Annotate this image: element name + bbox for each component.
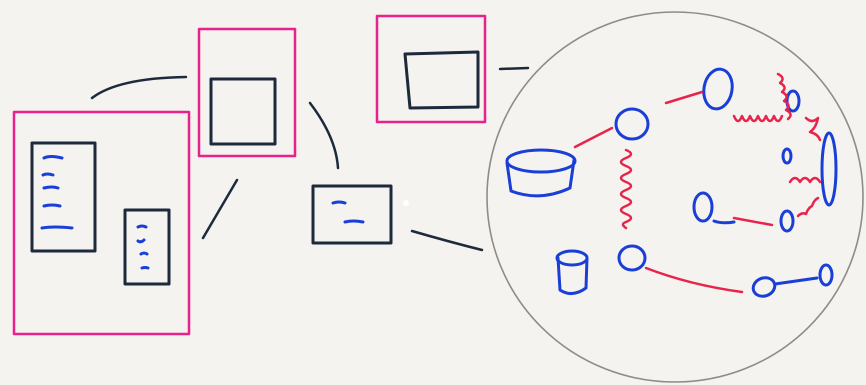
link-line	[712, 219, 736, 225]
document-box-center[interactable]	[311, 184, 393, 245]
connector-line	[410, 229, 484, 252]
cluster-contents[interactable]	[505, 67, 838, 299]
coiled-link	[788, 176, 822, 184]
document-line	[136, 224, 148, 229]
coiled-link	[804, 116, 822, 142]
database-icon-top	[505, 148, 577, 174]
document-line	[136, 238, 146, 244]
node[interactable]	[617, 244, 647, 272]
database-icon-body	[505, 158, 576, 198]
document-box-small[interactable]	[123, 208, 171, 286]
top-group[interactable]	[375, 14, 487, 124]
middle-group[interactable]	[197, 27, 297, 158]
connector-line	[201, 178, 239, 240]
canvas-dot	[403, 200, 409, 206]
coiled-link	[732, 114, 784, 123]
cluster-circle	[486, 11, 864, 383]
document-line	[139, 251, 149, 256]
empty-box-middle[interactable]	[209, 77, 277, 146]
node[interactable]	[751, 275, 778, 299]
document-box-tall[interactable]	[30, 141, 97, 253]
node[interactable]	[701, 67, 736, 111]
document-line	[343, 219, 365, 224]
node[interactable]	[781, 147, 793, 165]
relation-link	[644, 266, 744, 294]
coiled-link	[776, 72, 792, 121]
document-line	[42, 155, 64, 160]
left-group-frame	[12, 110, 191, 336]
document-line	[140, 266, 150, 270]
relation-link	[573, 126, 614, 149]
document-line	[41, 172, 55, 177]
document-box-tall-outline	[30, 141, 97, 253]
node[interactable]	[779, 209, 795, 233]
node[interactable]	[820, 131, 838, 207]
database-icon-top	[555, 249, 589, 267]
document-line	[40, 225, 74, 230]
document-line	[331, 200, 347, 205]
database-icon[interactable]	[555, 249, 589, 295]
link-line	[773, 276, 819, 286]
coiled-link	[796, 196, 820, 218]
database-icon[interactable]	[505, 148, 577, 198]
document-box-small-outline	[123, 208, 171, 286]
connector-line	[308, 101, 340, 170]
document-line	[42, 185, 60, 190]
document-line	[42, 203, 62, 208]
connector-line	[90, 75, 188, 100]
empty-box-top[interactable]	[403, 50, 480, 110]
relation-link	[664, 90, 704, 105]
coiled-link	[619, 148, 633, 230]
left-group[interactable]	[12, 110, 191, 336]
middle-group-frame	[197, 27, 297, 158]
top-group-frame	[375, 14, 487, 124]
node[interactable]	[785, 89, 801, 113]
node[interactable]	[818, 263, 834, 287]
node[interactable]	[614, 107, 650, 141]
connector-line	[498, 66, 530, 71]
relation-link	[732, 216, 774, 227]
database-icon-body	[556, 256, 589, 295]
document-box-center-outline	[311, 184, 393, 245]
node[interactable]	[692, 191, 714, 223]
